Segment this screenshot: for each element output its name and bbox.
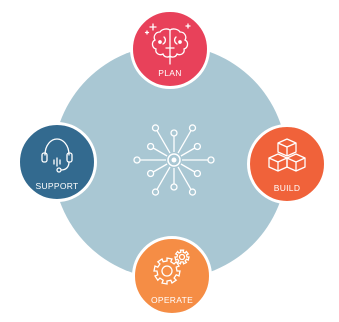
build-label: BUILD: [273, 183, 301, 193]
support-label: SUPPORT: [35, 181, 79, 191]
gears-icon: [153, 249, 190, 285]
plan-node[interactable]: PLAN: [130, 9, 210, 89]
brain-icon: [144, 23, 191, 65]
network-hub-icon: [133, 124, 215, 196]
plan-label: PLAN: [158, 68, 182, 78]
headset-icon: [41, 138, 73, 173]
cubes-icon: [268, 138, 306, 172]
support-node[interactable]: SUPPORT: [17, 122, 97, 202]
operate-label: OPERATE: [150, 295, 194, 305]
operate-node[interactable]: OPERATE: [132, 236, 212, 316]
build-node[interactable]: BUILD: [247, 124, 327, 204]
